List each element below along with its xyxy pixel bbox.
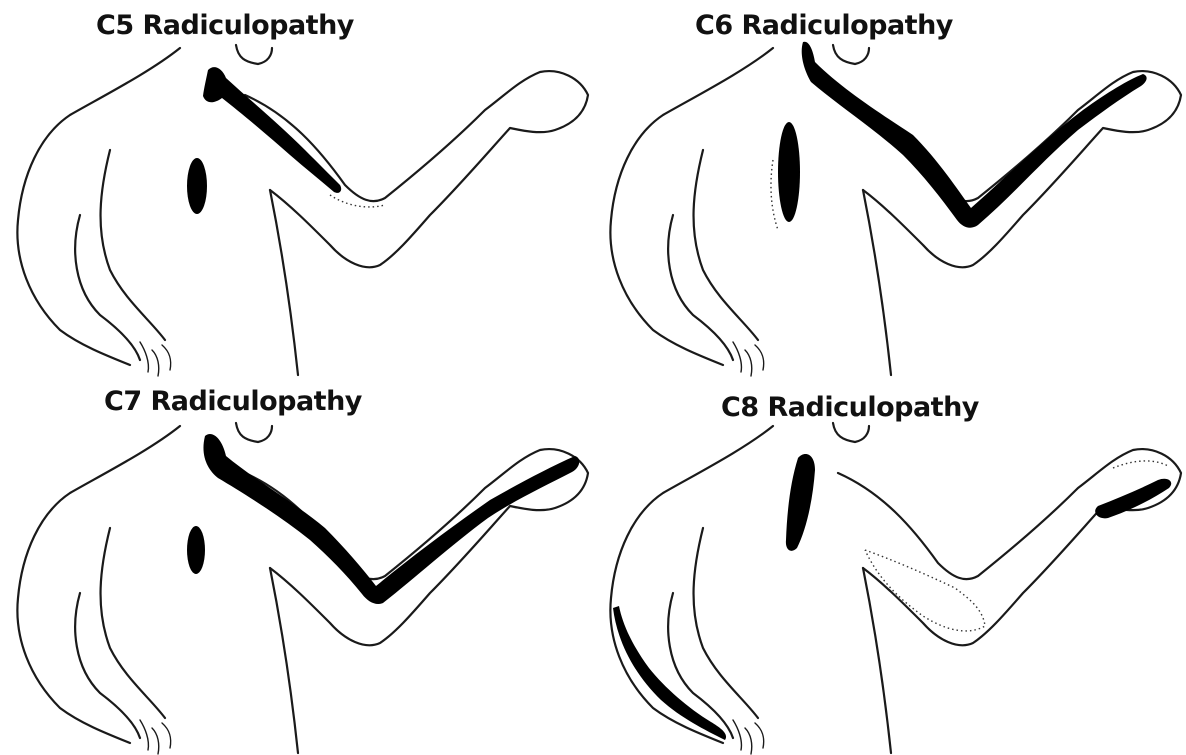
panel-title: C8 Radiculopathy	[721, 394, 979, 421]
c6-sensory-dots	[771, 160, 778, 230]
c5-body-illustration	[0, 0, 593, 378]
c6-dermatome-chest-patch	[778, 122, 800, 222]
panel-c7: C7 Radiculopathy	[0, 378, 593, 755]
c6-body-outline	[610, 45, 1181, 376]
c8-body-illustration	[593, 378, 1186, 755]
panel-title: C5 Radiculopathy	[96, 12, 354, 39]
c8-body-outline	[610, 423, 1181, 754]
c5-body-outline	[17, 45, 588, 376]
panel-c6: C6 Radiculopathy	[593, 0, 1186, 378]
c5-dermatome-chest-patch	[187, 158, 207, 214]
panel-c5: C5 Radiculopathy	[0, 0, 593, 378]
c7-dermatome-chest-patch	[187, 526, 205, 574]
panel-title: C6 Radiculopathy	[695, 12, 953, 39]
c7-body-outline	[17, 423, 588, 754]
c6-body-illustration	[593, 0, 1186, 378]
c8-sensory-dots-forearm	[865, 550, 985, 631]
panel-title: C7 Radiculopathy	[104, 388, 362, 415]
c7-body-illustration	[0, 378, 593, 755]
c5-dermatome-shoulder-arm	[203, 67, 341, 193]
c8-dermatome-shoulder-patch	[786, 454, 815, 551]
c8-sensory-dots-hand	[1113, 461, 1168, 468]
panel-c8: C8 Radiculopathy	[593, 378, 1186, 755]
c8-dermatome-ulnar-hand	[1095, 479, 1171, 519]
